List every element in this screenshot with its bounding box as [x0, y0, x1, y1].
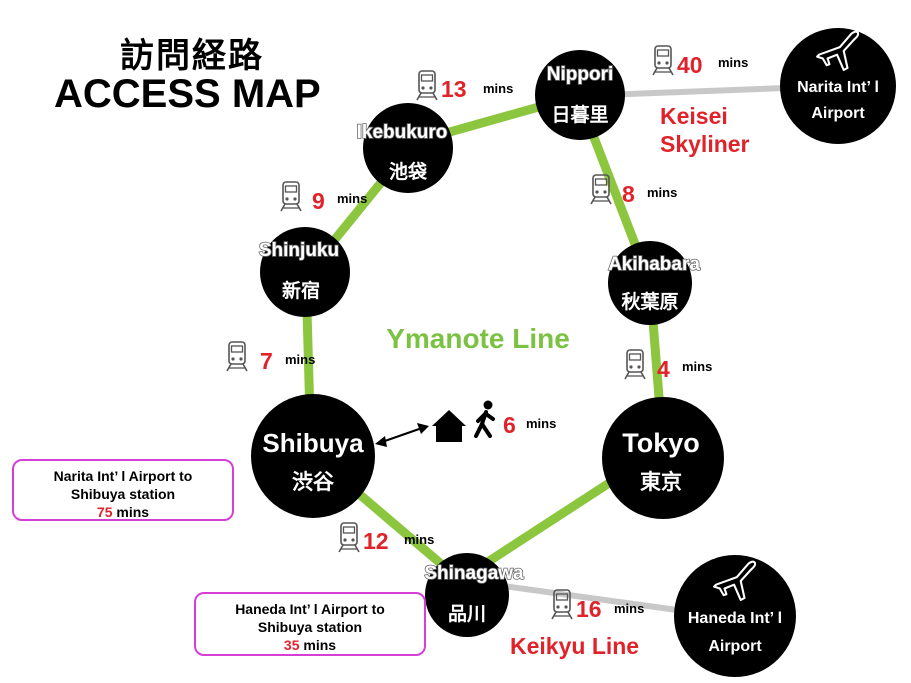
info-unit: mins: [303, 637, 337, 653]
station-nippori[interactable]: Nippori 日暮里: [535, 50, 625, 140]
info-line2: Shibuya station: [257, 619, 363, 635]
page-title-en: ACCESS MAP: [54, 72, 321, 116]
time-value: 13: [441, 76, 467, 102]
info-line1: Haneda Int’ l Airport to: [235, 601, 385, 617]
train-icon: [652, 45, 674, 76]
time-unit: mins: [614, 601, 644, 616]
station-label-jp: 池袋: [389, 160, 428, 183]
info-line2: Shibuya station: [70, 486, 176, 502]
time-unit: mins: [404, 532, 434, 547]
airport-label-line2: Airport: [708, 638, 762, 655]
time-value: 8: [622, 181, 635, 207]
station-label-jp: 東京: [640, 470, 682, 494]
station-label-en: Shibuya: [262, 428, 364, 458]
time-value: 9: [312, 188, 325, 214]
time-value: 12: [363, 528, 389, 554]
info-line1: Narita Int’ l Airport to: [53, 468, 193, 484]
time-unit: mins: [682, 359, 712, 374]
narita-to-shibuya-box: Narita Int’ l Airport to Shibuya station…: [12, 459, 234, 521]
station-label-en: Ikebukuro: [357, 122, 448, 143]
time-value: 4: [657, 356, 670, 382]
train-icon: [280, 181, 302, 212]
station-label-jp: 品川: [448, 603, 486, 625]
station-shinjuku[interactable]: Shinjuku 新宿: [258, 227, 350, 317]
station-shinagawa[interactable]: Shinagawa 品川: [424, 553, 525, 637]
station-akihabara[interactable]: Akihabara 秋葉原: [607, 241, 701, 325]
time-shinagawa-haneda: 16 mins: [551, 589, 644, 622]
time-shibuya-shinjuku: 7 mins: [226, 341, 315, 374]
time-nippori-akihabara: 8 mins: [590, 174, 677, 207]
time-unit: mins: [337, 191, 367, 206]
time-value: 7: [260, 348, 273, 374]
airport-label-line1: Haneda Int’ l: [688, 610, 782, 627]
info-unit: mins: [116, 504, 150, 520]
haneda-to-shibuya-box: Haneda Int’ l Airport to Shibuya station…: [194, 592, 426, 656]
time-unit: mins: [526, 416, 556, 431]
station-label-en: Shinjuku: [259, 240, 339, 261]
walking-person-icon: [474, 400, 495, 438]
time-akihabara-tokyo: 4 mins: [624, 349, 712, 382]
time-nippori-narita: 40 mins: [652, 45, 748, 78]
time-shibuya-shinagawa: 12 mins: [338, 522, 434, 554]
time-value: 16: [576, 596, 602, 622]
station-tokyo[interactable]: Tokyo 東京: [602, 397, 724, 519]
airport-label-line2: Airport: [811, 105, 865, 122]
station-label-en: Akihabara: [608, 254, 700, 275]
station-label-jp: 新宿: [282, 279, 320, 302]
station-label-jp: 日暮里: [551, 104, 608, 126]
skyliner-label: Skyliner: [660, 131, 750, 157]
time-value: 40: [677, 52, 703, 78]
train-icon: [226, 341, 248, 372]
airport-haneda[interactable]: Haneda Int’ l Airport: [674, 555, 796, 677]
station-shibuya[interactable]: Shibuya 渋谷: [251, 394, 375, 518]
station-ikebukuro[interactable]: Ikebukuro 池袋: [356, 103, 453, 193]
page-title-jp: 訪問経路: [120, 36, 264, 76]
house-icon: [432, 410, 466, 442]
train-icon: [624, 349, 646, 380]
info-value: 75: [96, 504, 113, 520]
train-icon: [338, 522, 360, 553]
yamanote-line-label: Ymanote Line: [386, 323, 570, 354]
station-label-en: Shinagawa: [424, 563, 524, 584]
station-label-en: Nippori: [547, 64, 614, 85]
airport-label-line1: Narita Int’ l: [797, 79, 879, 96]
train-icon: [416, 70, 438, 101]
time-unit: mins: [647, 185, 677, 200]
time-shinjuku-ikebukuro: 9 mins: [280, 181, 367, 214]
keikyu-line-label: Keikyu Line: [510, 633, 639, 659]
walk-route: 6 mins: [375, 400, 556, 447]
time-unit: mins: [718, 55, 748, 70]
info-value: 35: [283, 637, 300, 653]
airport-narita[interactable]: Narita Int’ l Airport: [780, 28, 896, 144]
time-unit: mins: [285, 352, 315, 367]
keisei-label: Keisei: [660, 103, 728, 129]
station-label-en: Tokyo: [622, 428, 700, 458]
double-arrow-icon: [375, 423, 429, 447]
station-label-jp: 渋谷: [292, 470, 335, 494]
time-ikebukuro-nippori: 13 mins: [416, 70, 513, 102]
time-unit: mins: [483, 81, 513, 96]
time-value: 6: [503, 412, 516, 438]
station-label-jp: 秋葉原: [621, 290, 678, 313]
